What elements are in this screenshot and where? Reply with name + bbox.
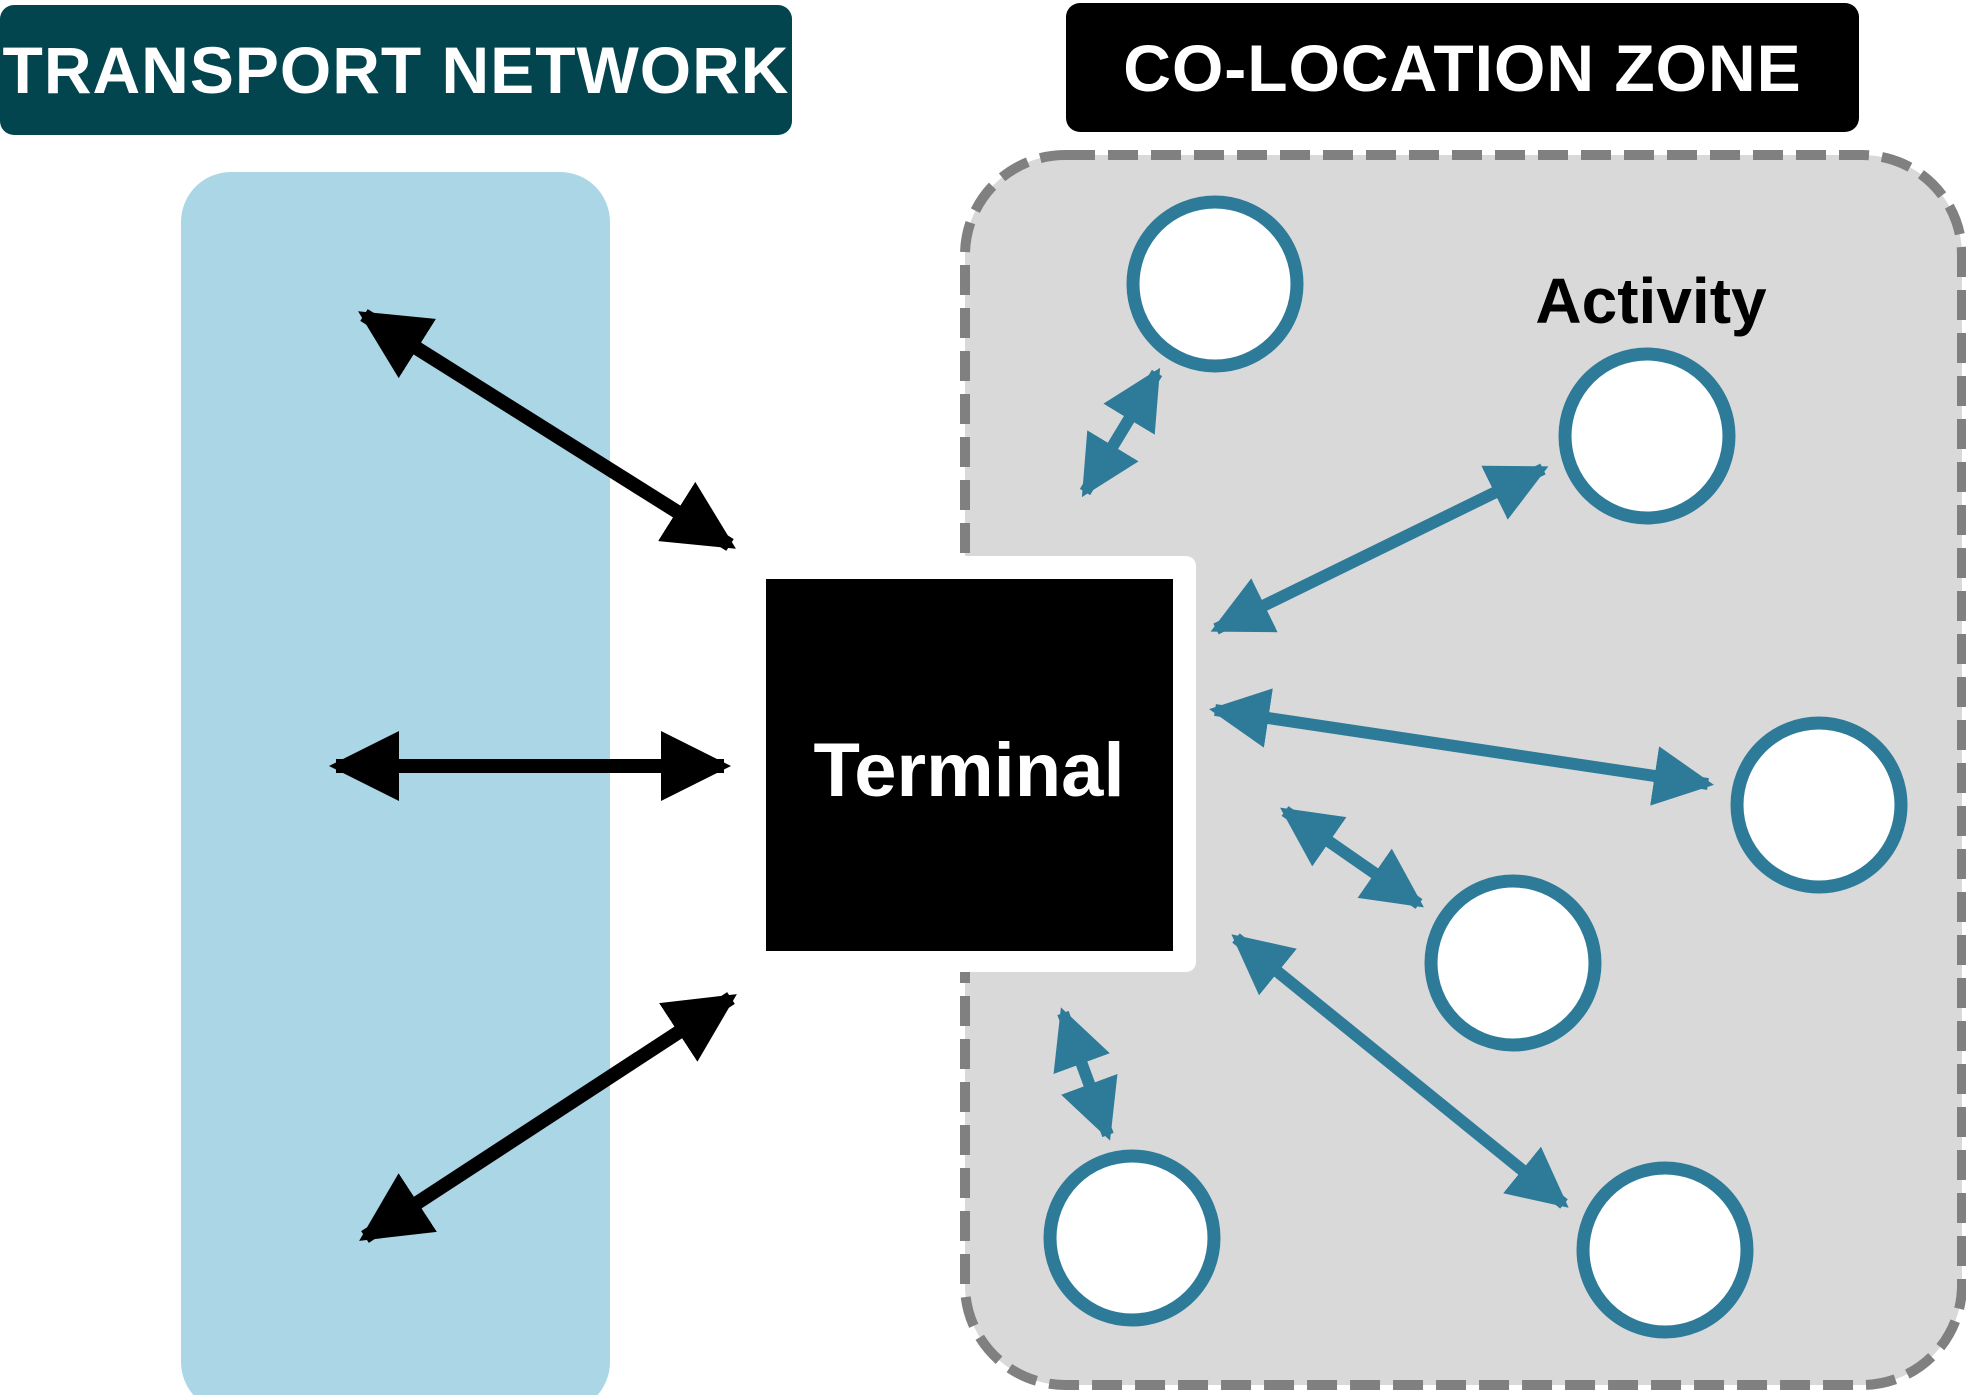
activity-node-6 [1576,1161,1754,1339]
activity-arrow-terminal-node-2 [1210,463,1549,635]
colocation-zone-title: CO-LOCATION ZONE [1123,30,1802,105]
activity-node-2 [1558,347,1736,525]
activity-arrow-terminal-node-6 [1231,933,1569,1209]
terminal-label: Terminal [813,728,1124,813]
activity-node-5 [1043,1149,1221,1327]
activity-arrow-terminal-node-3 [1209,688,1714,806]
activity-node-1 [1126,195,1304,373]
transport-network-header: TRANSPORT NETWORK [0,5,792,135]
activity-arrow-node-5-short [1053,1007,1118,1141]
activity-arrow-node-4-short [1280,806,1424,909]
colocation-zone-header: CO-LOCATION ZONE [1066,3,1859,132]
activity-node-4 [1424,874,1602,1052]
activity-label: Activity [1535,265,1767,337]
transport-network-title: TRANSPORT NETWORK [2,33,790,107]
transport-arrow-lower [359,992,737,1243]
activity-arrow-1-short [1079,367,1163,498]
terminal-box [766,579,1173,951]
transport-arrow-upper [358,309,736,551]
activity-node-3 [1730,716,1908,894]
